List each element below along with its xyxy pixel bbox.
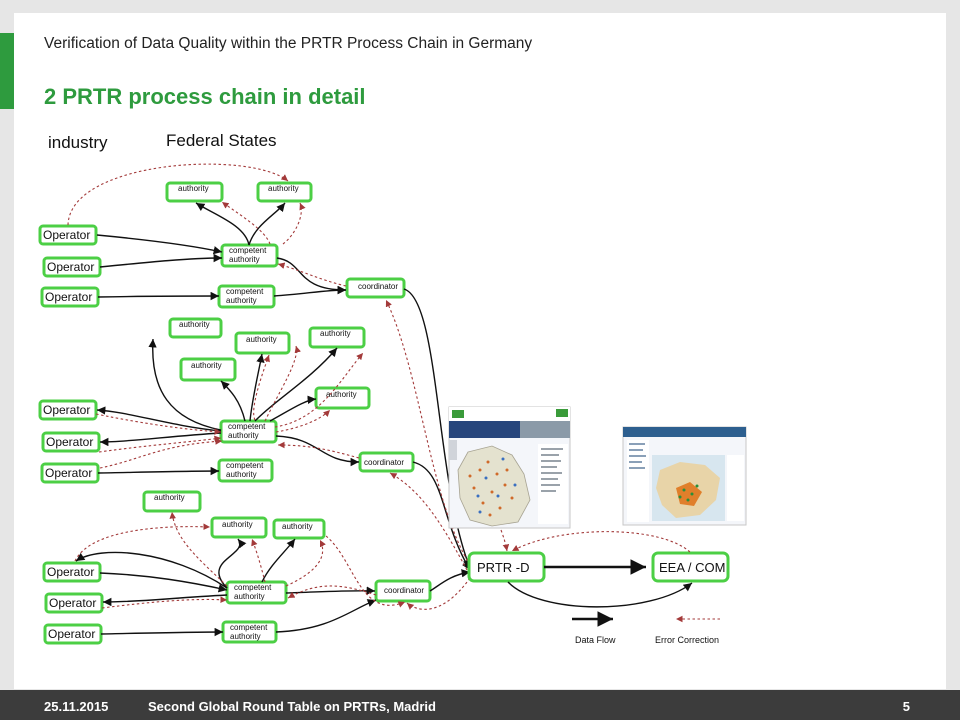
authority-box bbox=[308, 326, 366, 349]
competent-label: competent bbox=[229, 246, 267, 255]
competent-label: competent bbox=[234, 583, 272, 592]
authority-label: authority bbox=[154, 493, 185, 502]
authority-label: authority bbox=[179, 320, 210, 329]
prtr-website-screenshot bbox=[448, 406, 571, 529]
prtr-d-label: PRTR -D bbox=[477, 560, 529, 575]
central-flow bbox=[385, 288, 471, 610]
operator-label: Operator bbox=[46, 435, 93, 449]
authority-label: authority bbox=[230, 632, 261, 641]
authority-label: authority bbox=[326, 390, 357, 399]
competent-label: competent bbox=[230, 623, 268, 632]
operator-box bbox=[44, 592, 104, 614]
group-2: Operator Operator Operator authority aut… bbox=[38, 317, 415, 484]
competent-label: competent bbox=[226, 287, 264, 296]
slide-subtitle: Verification of Data Quality within the … bbox=[44, 35, 533, 52]
operator-label: Operator bbox=[43, 403, 90, 417]
operator-box bbox=[41, 431, 101, 453]
footer-date: 25.11.2015 bbox=[44, 699, 109, 714]
coordinator-label: coordinator bbox=[358, 282, 398, 291]
group-3: Operator Operator Operator authority aut… bbox=[42, 490, 432, 645]
eea-website-screenshot bbox=[622, 426, 747, 526]
industry-heading: industry bbox=[48, 133, 108, 152]
authority-box bbox=[210, 516, 268, 539]
operator-label: Operator bbox=[47, 260, 94, 274]
authority-label: authority bbox=[282, 522, 313, 531]
operator-box bbox=[42, 561, 102, 583]
authority-label: authority bbox=[226, 470, 257, 479]
authority-label: authority bbox=[234, 592, 265, 601]
authority-box bbox=[272, 518, 326, 540]
authority-label: authority bbox=[246, 335, 277, 344]
authority-label: authority bbox=[178, 184, 209, 193]
footer-bar: 25.11.2015 Second Global Round Table on … bbox=[0, 690, 960, 720]
authority-label: authority bbox=[268, 184, 299, 193]
page-number: 5 bbox=[902, 699, 910, 714]
authority-box bbox=[234, 331, 291, 355]
operator-box bbox=[38, 224, 98, 246]
operator-label: Operator bbox=[47, 565, 94, 579]
accent-bar bbox=[0, 33, 14, 109]
authority-label: authority bbox=[228, 431, 259, 440]
competent-label: competent bbox=[228, 422, 266, 431]
operator-box bbox=[38, 399, 98, 421]
authority-label: authority bbox=[229, 255, 260, 264]
coordinator-label: coordinator bbox=[364, 458, 404, 467]
eea-com-label: EEA / COM bbox=[659, 560, 725, 575]
eea-com-box bbox=[651, 551, 730, 583]
coordinator-label: coordinator bbox=[384, 586, 424, 595]
authority-label: authority bbox=[191, 361, 222, 370]
legend-error-correction-label: Error Correction bbox=[655, 635, 719, 645]
group-1: Operator Operator Operator authority aut… bbox=[38, 163, 406, 309]
federal-states-heading: Federal States bbox=[166, 131, 277, 150]
operator-label: Operator bbox=[45, 466, 92, 480]
competent-label: competent bbox=[226, 461, 264, 470]
authority-label: authority bbox=[222, 520, 253, 529]
legend-data-flow-label: Data Flow bbox=[575, 635, 616, 645]
operator-label: Operator bbox=[45, 290, 92, 304]
operator-label: Operator bbox=[48, 627, 95, 641]
authority-box bbox=[165, 181, 224, 203]
operator-label: Operator bbox=[49, 596, 96, 610]
authority-box bbox=[168, 317, 223, 339]
authority-box bbox=[142, 490, 202, 513]
authority-box bbox=[314, 386, 371, 410]
slide-title: 2 PRTR process chain in detail bbox=[44, 84, 366, 109]
legend: Data Flow Error Correction bbox=[572, 611, 720, 645]
operator-label: Operator bbox=[43, 228, 90, 242]
authority-label: authority bbox=[226, 296, 257, 305]
prtr-to-eea: PRTR -D EEA / COM bbox=[467, 529, 730, 608]
coordinator-box bbox=[345, 277, 406, 299]
authority-label: authority bbox=[320, 329, 351, 338]
authority-box bbox=[179, 357, 237, 382]
footer-event: Second Global Round Table on PRTRs, Madr… bbox=[148, 699, 436, 714]
authority-box bbox=[256, 181, 313, 203]
